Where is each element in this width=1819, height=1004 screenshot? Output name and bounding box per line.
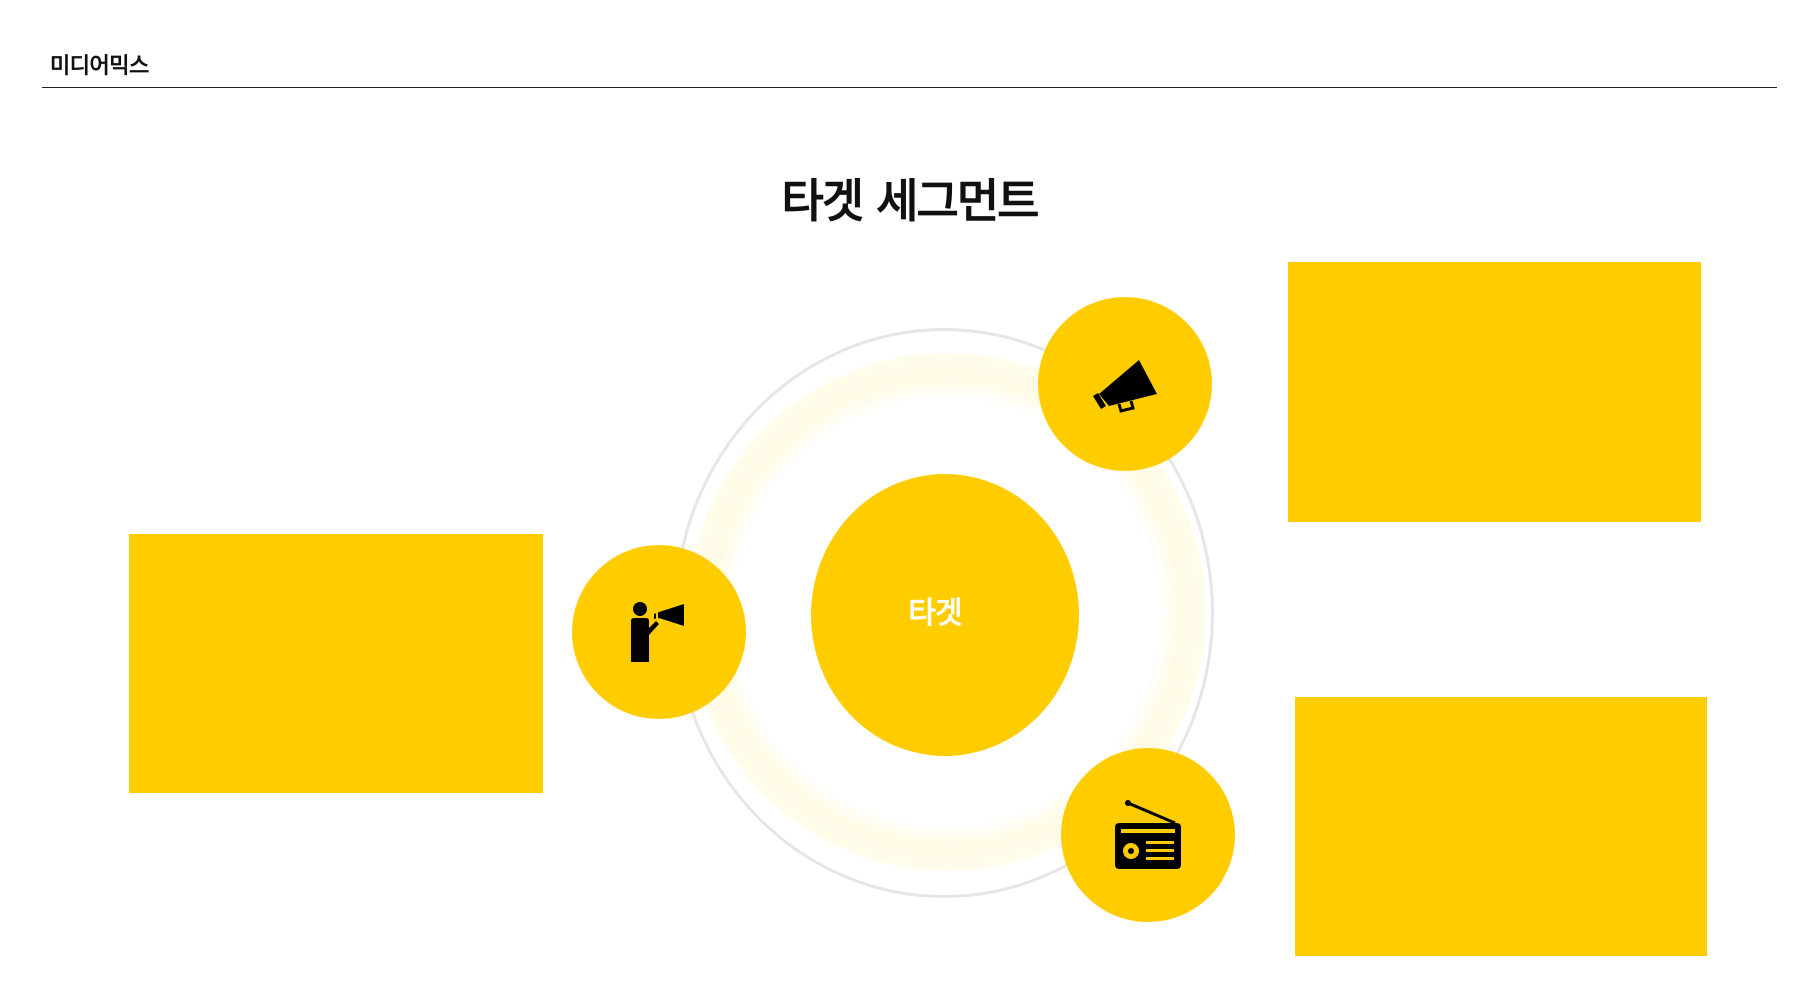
node-left <box>572 545 746 719</box>
section-label: 미디어믹스 <box>50 54 149 79</box>
center-circle: 타겟 <box>811 474 1079 756</box>
header-divider <box>42 87 1777 88</box>
person-megaphone-icon <box>631 602 684 662</box>
node-bottom <box>1061 748 1235 922</box>
megaphone-icon <box>1093 360 1157 413</box>
node-top <box>1038 297 1212 471</box>
radio-icon <box>1115 800 1181 869</box>
text-box-top[interactable] <box>1288 262 1701 522</box>
text-box-bottom[interactable] <box>1295 697 1707 956</box>
center-label: 타겟 <box>908 596 962 631</box>
slide-title: 타겟 세그먼트 <box>781 174 1040 228</box>
text-box-left[interactable] <box>129 534 543 793</box>
